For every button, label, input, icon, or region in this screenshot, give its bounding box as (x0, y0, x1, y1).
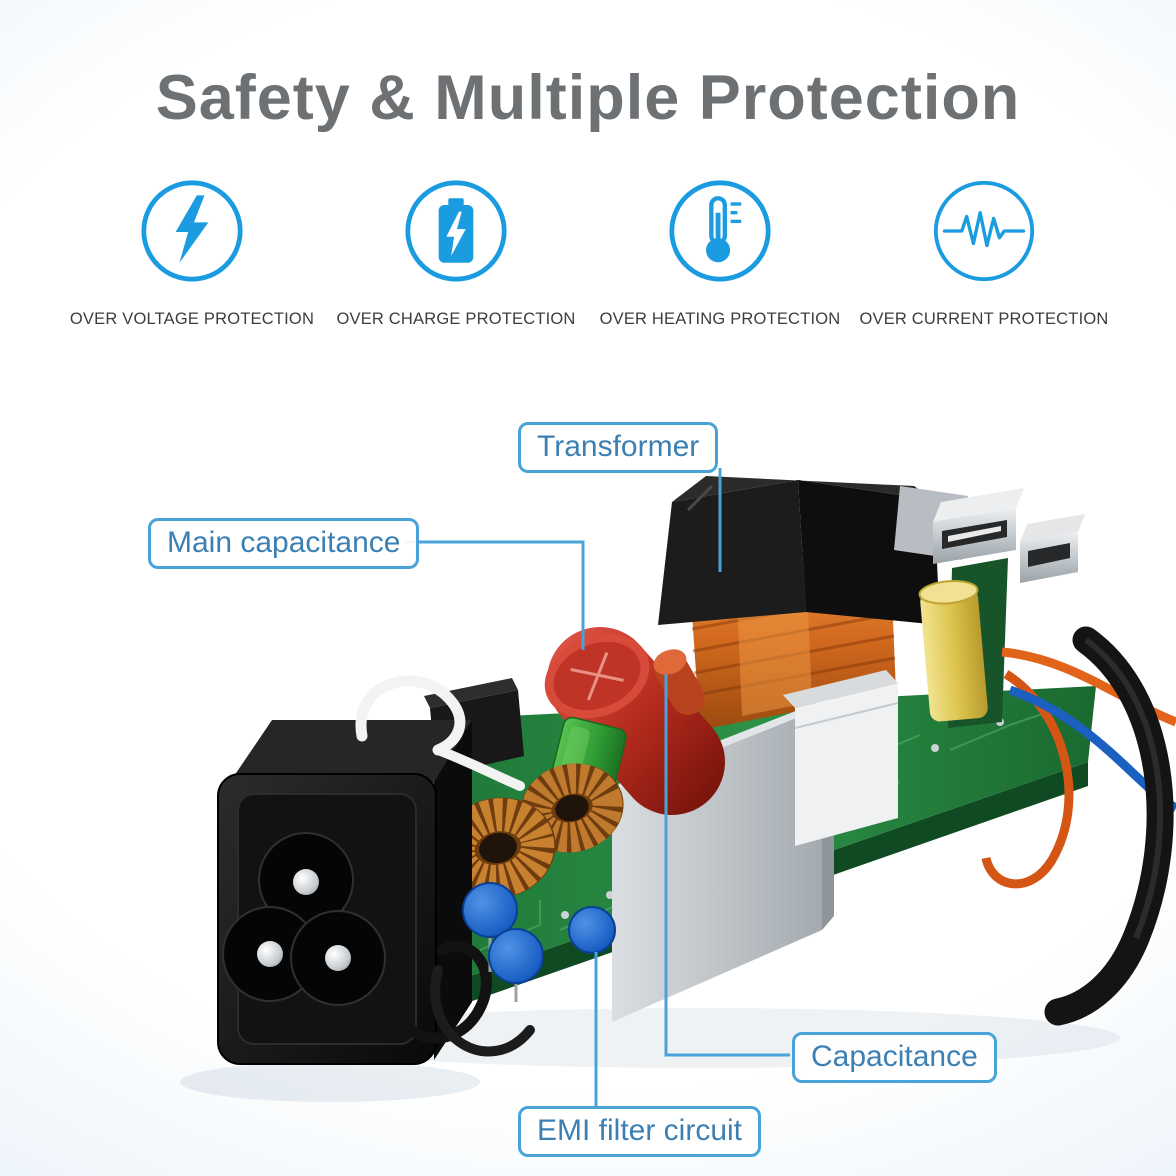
feature-label: OVER VOLTAGE PROTECTION (69, 310, 315, 328)
disc-capacitors (462, 882, 616, 1002)
cloverleaf-inlet (222, 832, 386, 1006)
callout-lines (405, 468, 790, 1106)
protection-features-row: OVER VOLTAGE PROTECTION OVER CHARGE PROT… (0, 178, 1176, 329)
over-heating-icon (667, 178, 773, 284)
over-charge-icon (403, 178, 509, 284)
ac-socket (217, 720, 472, 1065)
page-title: Safety & Multiple Protection (155, 63, 1021, 133)
white-wire (355, 675, 525, 791)
callout-transformer: Transformer (518, 422, 719, 473)
power-cable (1044, 626, 1174, 1026)
black-wires (388, 940, 535, 1057)
adapter-circuit-illustration (0, 390, 1176, 1176)
feature-over-charge: OVER CHARGE PROTECTION (328, 178, 584, 329)
feature-over-current: OVER CURRENT PROTECTION (856, 178, 1112, 329)
circuit-board-photo (180, 468, 1176, 1106)
callout-emi-filter-circuit: EMI filter circuit (518, 1106, 762, 1157)
callout-main-capacitance: Main capacitance (148, 518, 420, 569)
over-current-icon (931, 178, 1037, 284)
yellow-capacitor (918, 579, 988, 722)
feature-label: OVER HEATING PROTECTION (599, 310, 841, 328)
feature-over-heating: OVER HEATING PROTECTION (592, 178, 848, 329)
usb-ports (933, 488, 1085, 583)
small-capacitor (653, 649, 705, 715)
over-voltage-icon (139, 178, 245, 284)
feature-label: OVER CURRENT PROTECTION (859, 310, 1109, 328)
callout-capacitance: Capacitance (792, 1032, 997, 1083)
feature-label: OVER CHARGE PROTECTION (336, 310, 576, 328)
white-heatsink (783, 670, 899, 846)
main-capacitor (544, 627, 725, 815)
feature-over-voltage: OVER VOLTAGE PROTECTION (64, 178, 320, 329)
